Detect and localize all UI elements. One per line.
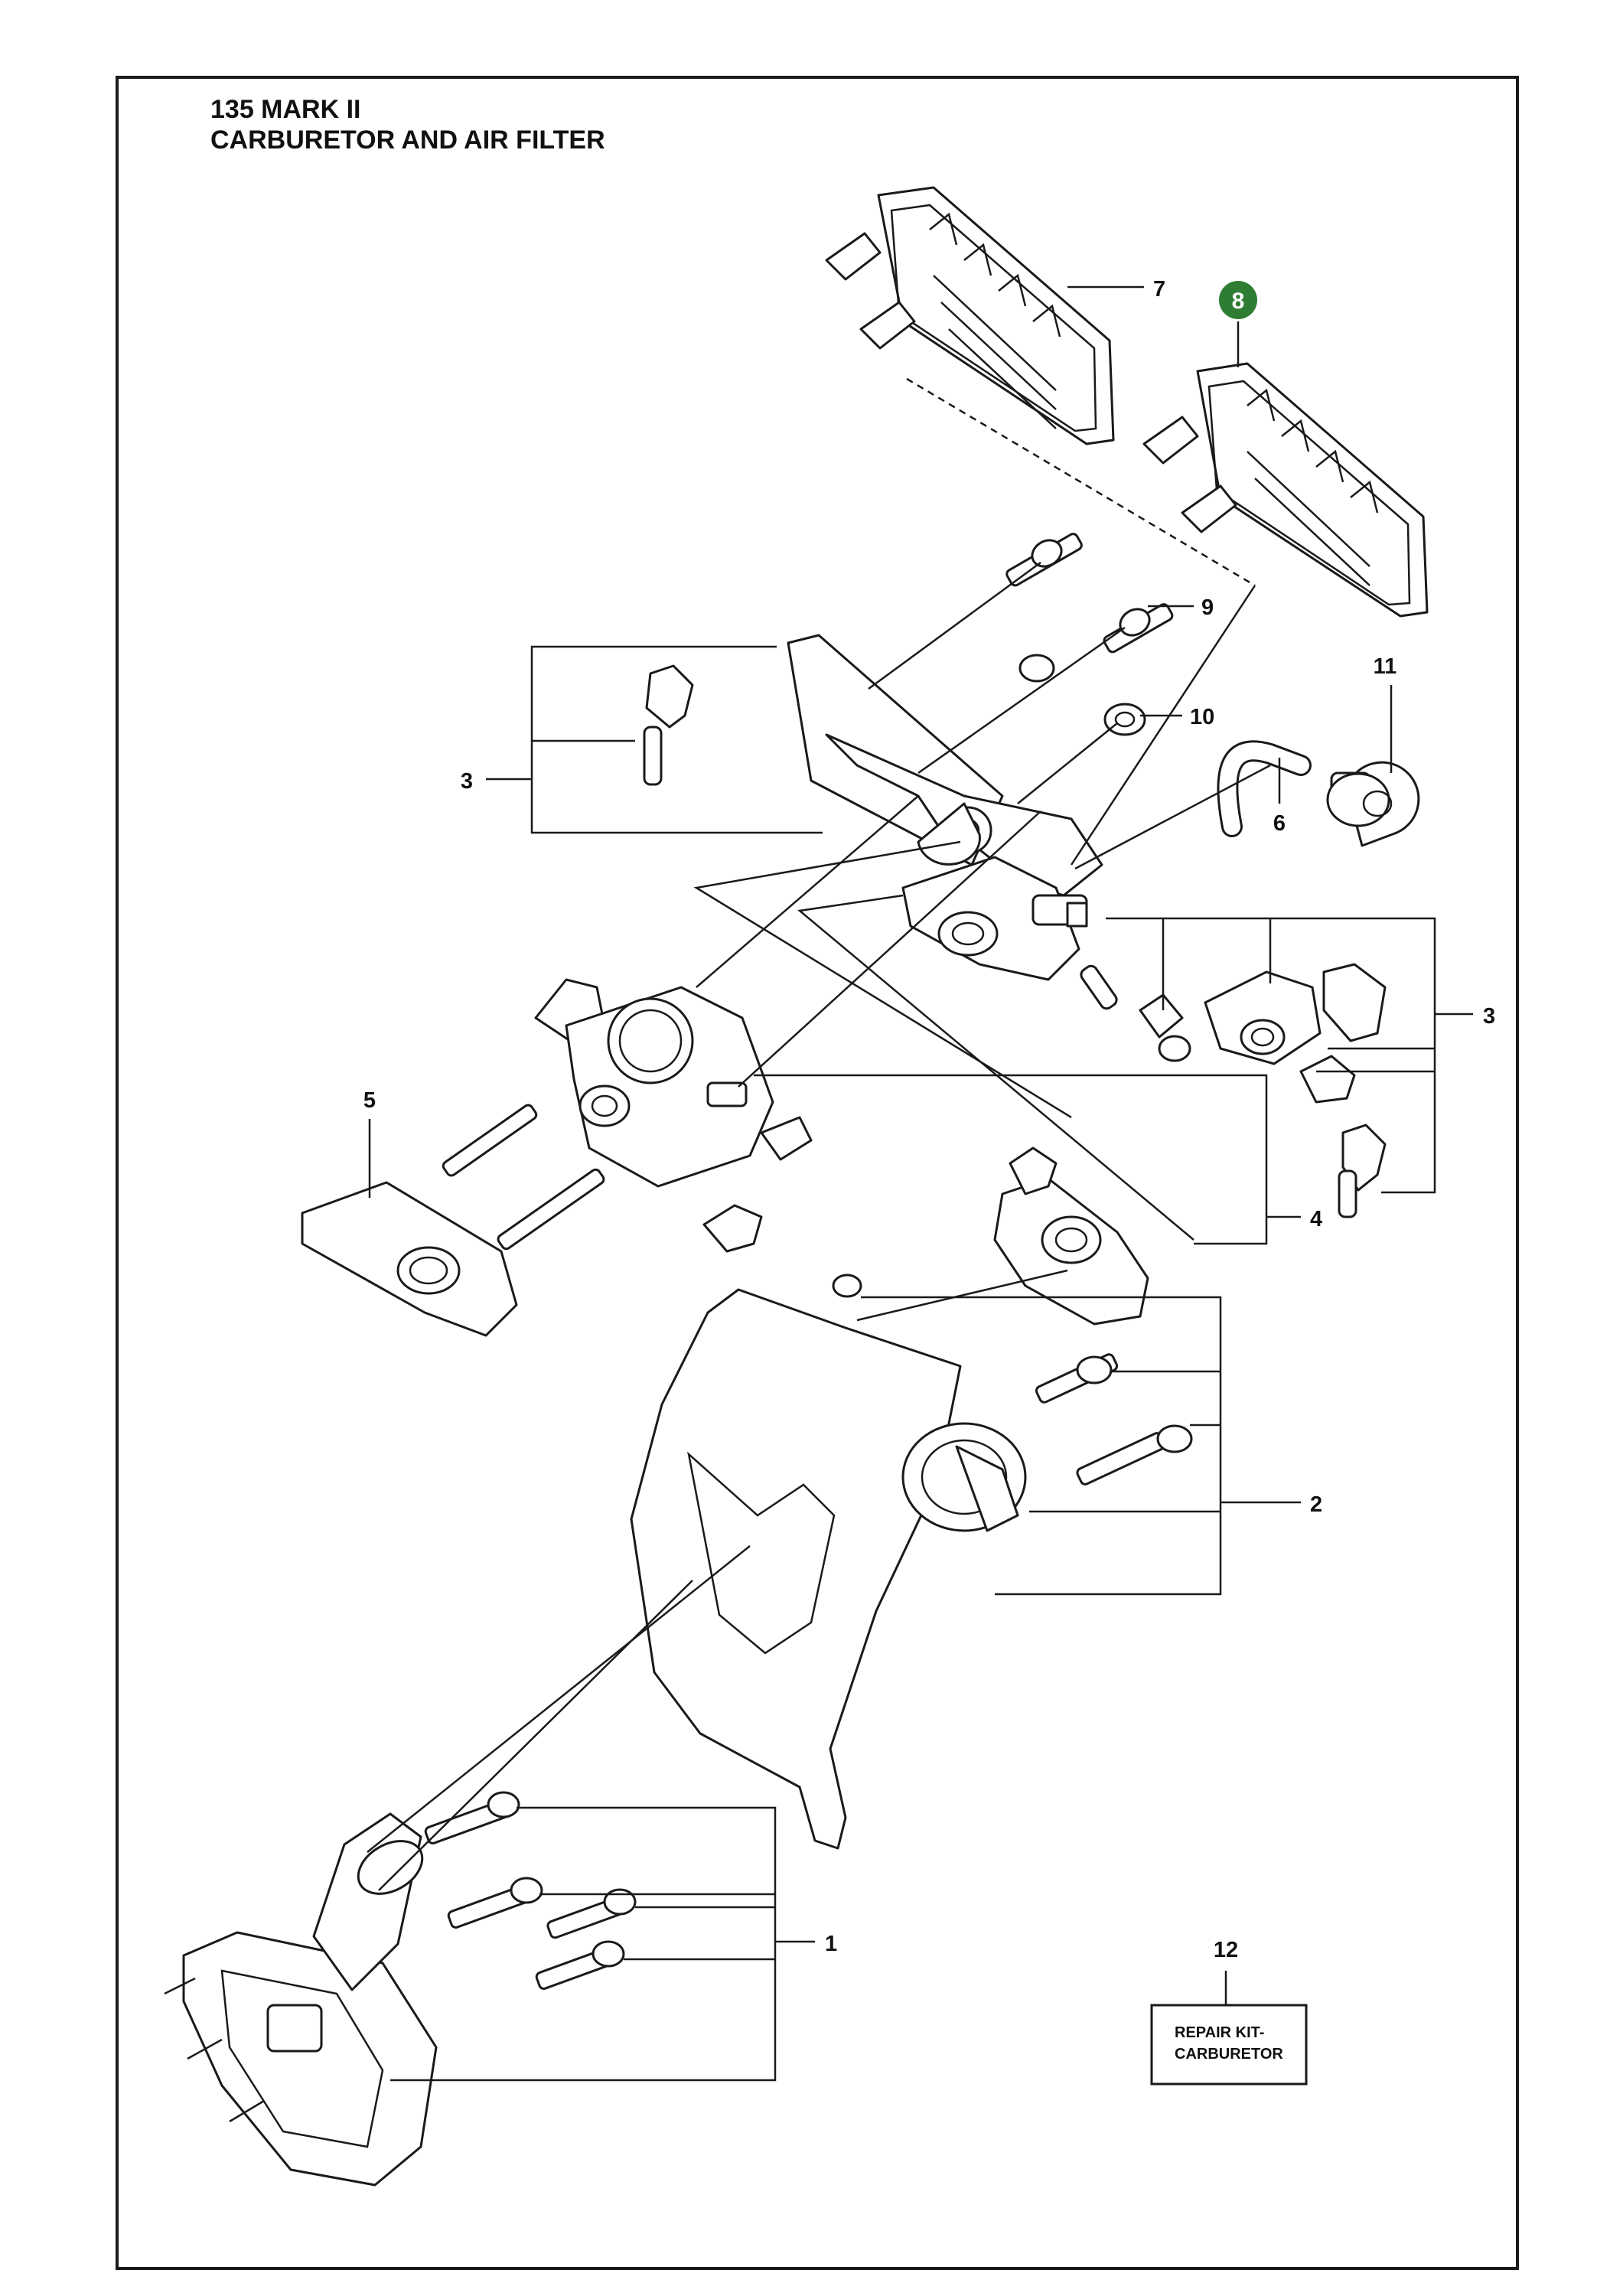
- page-frame: [116, 76, 1519, 2270]
- callout-9: 9: [1148, 595, 1214, 620]
- svg-text:12: 12: [1214, 1938, 1238, 1962]
- callout-3-right: 3: [1106, 917, 1495, 1194]
- svg-text:2: 2: [1310, 1492, 1322, 1517]
- callout-5: 5: [363, 1088, 376, 1198]
- repair-kit-box[interactable]: [1150, 2004, 1308, 2086]
- callout-2: 2: [861, 1296, 1322, 1596]
- part-1-intake-manifold[interactable]: [182, 1791, 637, 2187]
- callout-4: 4: [754, 1074, 1322, 1245]
- part-7-air-filter[interactable]: [825, 186, 1115, 445]
- part-10-grommet[interactable]: [1103, 703, 1146, 736]
- svg-text:4: 4: [1310, 1207, 1322, 1231]
- svg-text:8: 8: [1232, 289, 1245, 314]
- svg-text:3: 3: [1483, 1004, 1495, 1029]
- callout-12-repair-kit[interactable]: 12 REPAIR KIT- CARBURETOR: [1150, 1938, 1308, 2086]
- repair-kit-label-line1: REPAIR KIT-: [1175, 2024, 1264, 2041]
- svg-text:9: 9: [1201, 595, 1214, 620]
- callout-11: 11: [1374, 654, 1397, 773]
- callout-6: 6: [1273, 758, 1286, 836]
- part-11-primer-bulb[interactable]: [1326, 761, 1420, 847]
- part-2-filter-housing-base[interactable]: [630, 1274, 1193, 1850]
- svg-text:11: 11: [1374, 654, 1397, 679]
- callout-1: 1: [390, 1806, 837, 2082]
- highlight-badge[interactable]: [1219, 281, 1257, 319]
- svg-text:5: 5: [363, 1088, 376, 1113]
- part-3-choke-parts-right[interactable]: [1079, 963, 1387, 1218]
- part-3-choke-parts-left[interactable]: [643, 664, 694, 786]
- repair-kit-label-line2: CARBURETOR: [1175, 2046, 1283, 2063]
- manifold-gasket-leaders: [164, 1977, 265, 2123]
- part-8-air-filter[interactable]: [1142, 362, 1429, 618]
- svg-text:3: 3: [461, 769, 473, 794]
- callout-3-left: 3: [461, 645, 823, 834]
- callout-10: 10: [1140, 705, 1214, 729]
- intake-housing[interactable]: [787, 634, 1103, 897]
- svg-text:1: 1: [825, 1932, 837, 1956]
- callout-8-highlight[interactable]: 8: [1219, 281, 1257, 367]
- callout-7: 7: [1067, 277, 1165, 302]
- alignment-dashed-line: [906, 377, 1256, 587]
- assembly-leader-lines: [367, 561, 1271, 1891]
- part-6-fuel-hose[interactable]: [1217, 740, 1312, 837]
- model-title: 135 MARK II: [210, 95, 361, 124]
- section-title: CARBURETOR AND AIR FILTER: [210, 126, 605, 155]
- throttle-linkage-assembly[interactable]: [901, 856, 1088, 981]
- carburetor[interactable]: [534, 978, 813, 1253]
- part-5-carb-mounting-studs[interactable]: [301, 1104, 605, 1337]
- part-4-carb-adapter[interactable]: [993, 1146, 1149, 1326]
- svg-text:10: 10: [1190, 705, 1214, 729]
- svg-text:6: 6: [1273, 811, 1286, 836]
- svg-text:7: 7: [1153, 277, 1165, 302]
